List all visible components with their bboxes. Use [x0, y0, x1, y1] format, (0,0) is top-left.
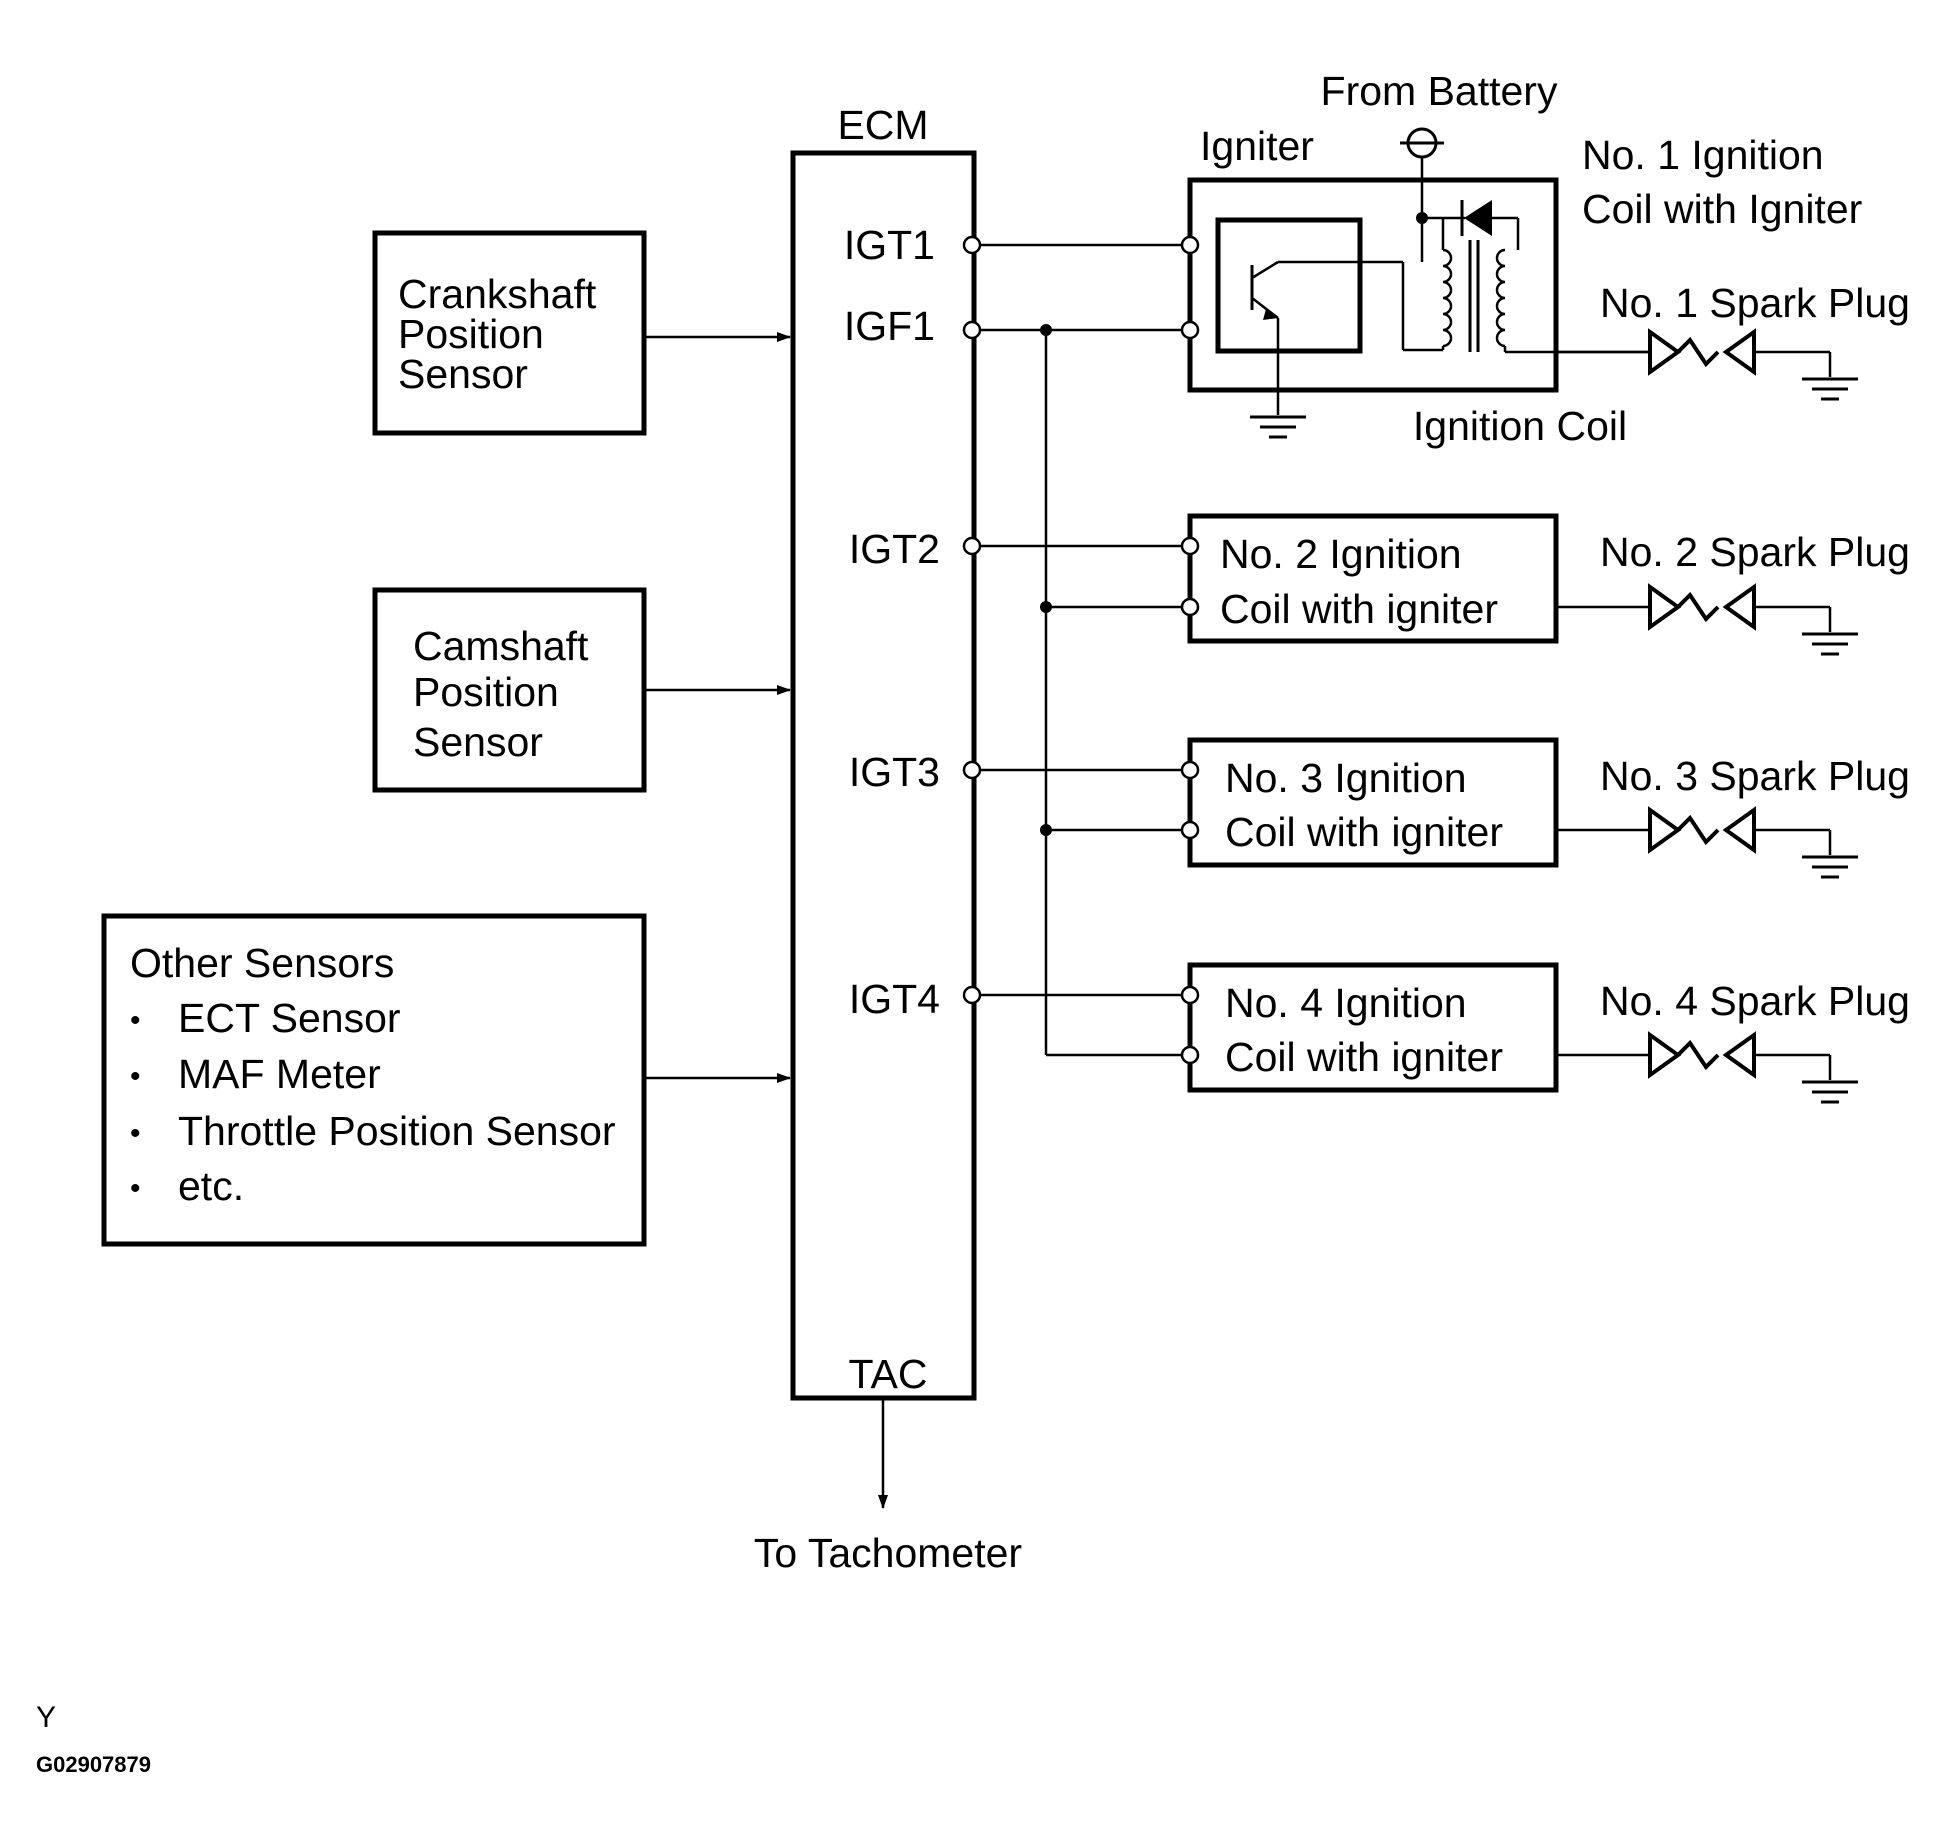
- coil1-title-line2: Coil with Igniter: [1582, 186, 1862, 232]
- coil-terminal: [1180, 235, 1200, 255]
- spark-plug-icon: [1556, 328, 1860, 401]
- spark-plug-4: No. 4 Spark Plug: [1556, 978, 1910, 1104]
- spark-plug-1: No. 1 Spark Plug: [1556, 280, 1910, 401]
- bullet: •: [130, 1060, 141, 1093]
- coil4-label-line1: No. 4 Ignition: [1225, 980, 1467, 1026]
- coil-terminal: [1180, 820, 1200, 840]
- pin-tac-label: TAC: [849, 1351, 928, 1397]
- spark-plug-1-label: No. 1 Spark Plug: [1600, 280, 1910, 326]
- coil2-label-line2: Coil with igniter: [1220, 586, 1498, 632]
- spark-plug-icon: [1556, 583, 1860, 656]
- other-sensor-item: Throttle Position Sensor: [178, 1108, 616, 1154]
- camshaft-label-line1: Camshaft: [413, 623, 589, 669]
- ecm-terminal: [962, 985, 982, 1005]
- coil-terminal: [1180, 1045, 1200, 1065]
- coil3-label-line2: Coil with igniter: [1225, 809, 1503, 855]
- spark-plug-4-label: No. 4 Spark Plug: [1600, 978, 1910, 1024]
- coil-terminal: [1180, 320, 1200, 340]
- coil2-label-line1: No. 2 Ignition: [1220, 531, 1462, 577]
- coil2-with-igniter: No. 2 Ignition Coil with igniter: [1180, 513, 1559, 644]
- ecm-terminal: [962, 235, 982, 255]
- coil1-housing: [1187, 177, 1559, 393]
- ecm-terminal: [962, 536, 982, 556]
- crankshaft-label-line2: Position: [398, 311, 544, 357]
- footer-mark: Y: [36, 1701, 56, 1734]
- junction-dot: [1040, 324, 1052, 336]
- coil-terminal: [1180, 760, 1200, 780]
- coil-terminal: [1180, 536, 1200, 556]
- coil4-with-igniter: No. 4 Ignition Coil with igniter: [1180, 962, 1559, 1093]
- battery-terminal-icon: [1400, 127, 1444, 159]
- pin-igt4-label: IGT4: [849, 976, 940, 1022]
- ecm-terminal: [962, 760, 982, 780]
- coil1-title-line1: No. 1 Ignition: [1582, 132, 1824, 178]
- spark-plug-2-label: No. 2 Spark Plug: [1600, 529, 1910, 575]
- igniter-module: [1215, 217, 1363, 354]
- spark-plug-3-label: No. 3 Spark Plug: [1600, 753, 1910, 799]
- spark-plug-2: No. 2 Spark Plug: [1556, 529, 1910, 656]
- junction-dot: [1040, 601, 1052, 613]
- coil3-label-line1: No. 3 Ignition: [1225, 755, 1467, 801]
- junction-dot: [1040, 824, 1052, 836]
- figure-code: G02907879: [36, 1752, 151, 1777]
- camshaft-sensor-box: Camshaft Position Sensor: [372, 587, 647, 793]
- ecm-terminal: [962, 320, 982, 340]
- igniter-label: Igniter: [1200, 123, 1314, 169]
- spark-plug-icon: [1556, 806, 1860, 879]
- other-sensor-item: etc.: [178, 1163, 244, 1209]
- coil-terminal: [1180, 985, 1200, 1005]
- camshaft-label-line2: Position: [413, 669, 559, 715]
- ignition-coil-label: Ignition Coil: [1413, 403, 1627, 449]
- coil-terminal: [1180, 597, 1200, 617]
- spark-plug-3: No. 3 Spark Plug: [1556, 753, 1910, 879]
- other-sensor-item: ECT Sensor: [178, 995, 401, 1041]
- transistor-icon: [1248, 260, 1403, 439]
- coil4-label-line2: Coil with igniter: [1225, 1034, 1503, 1080]
- crankshaft-label-line3: Sensor: [398, 351, 528, 397]
- bullet: •: [130, 1004, 141, 1037]
- crankshaft-sensor-box: Crankshaft Position Sensor: [372, 230, 647, 436]
- other-sensors-title: Other Sensors: [130, 940, 394, 986]
- bullet: •: [130, 1117, 141, 1150]
- bullet: •: [130, 1172, 141, 1205]
- crankshaft-label-line1: Crankshaft: [398, 271, 597, 317]
- to-tachometer-label: To Tachometer: [754, 1530, 1022, 1576]
- ignition-wiring: [962, 235, 1183, 1057]
- coil3-with-igniter: No. 3 Ignition Coil with igniter: [1180, 737, 1559, 868]
- pin-igt3-label: IGT3: [849, 749, 940, 795]
- pin-igt2-label: IGT2: [849, 526, 940, 572]
- from-battery-label: From Battery: [1321, 68, 1558, 114]
- ecm-title: ECM: [837, 102, 928, 148]
- pin-igf1-label: IGF1: [844, 303, 935, 349]
- spark-plug-icon: [1556, 1031, 1860, 1104]
- diode-icon: [1416, 143, 1520, 262]
- coil1-with-igniter: From Battery Igniter No. 1 Ignition Coil…: [1180, 68, 1862, 449]
- other-sensor-item: MAF Meter: [178, 1051, 381, 1097]
- camshaft-label-line3: Sensor: [413, 719, 543, 765]
- pin-igt1-label: IGT1: [844, 222, 935, 268]
- other-sensors-box: Other Sensors • ECT Sensor • MAF Meter •…: [101, 913, 647, 1247]
- ecm-block: ECM IGT1 IGF1 IGT2 IGT3 IGT4 TAC: [790, 102, 977, 1401]
